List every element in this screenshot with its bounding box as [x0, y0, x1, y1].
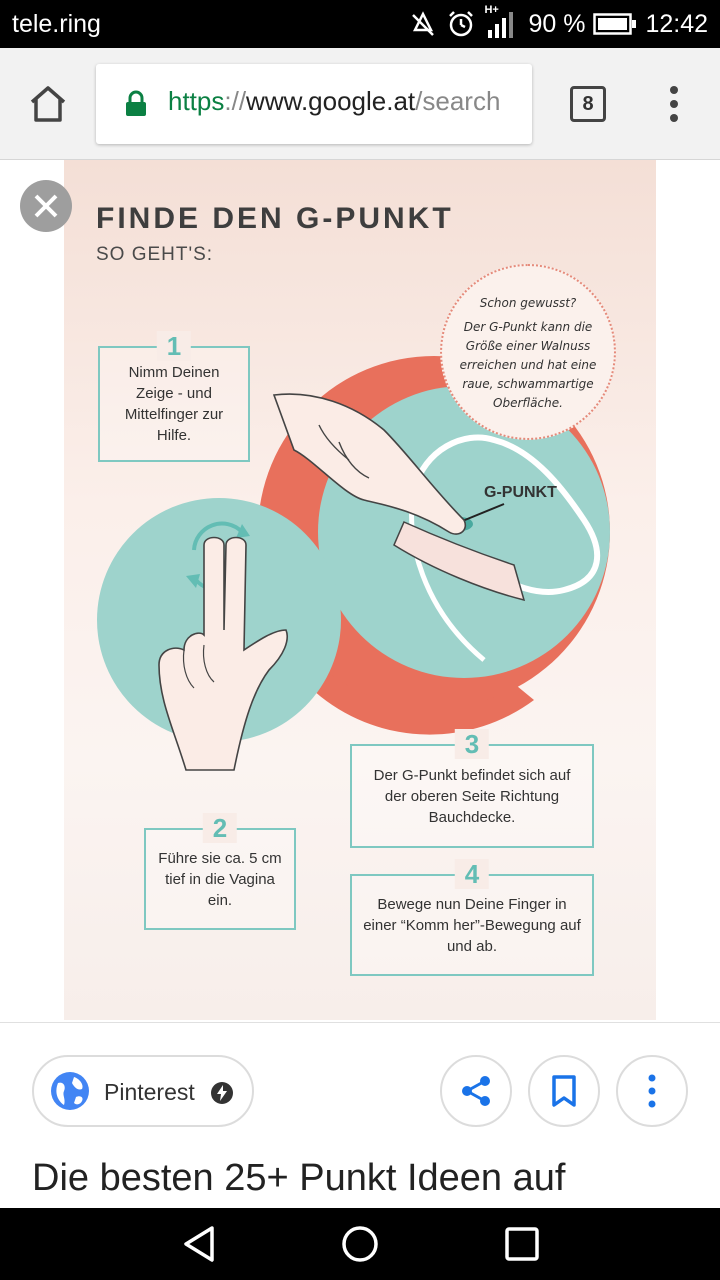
step-number: 4	[454, 859, 490, 889]
more-icon	[648, 1074, 656, 1108]
url-host: www.google.at	[246, 86, 416, 116]
more-options-button[interactable]	[616, 1055, 688, 1127]
source-name: Pinterest	[104, 1079, 195, 1105]
url-separator: ://	[224, 86, 247, 116]
step-4: 4 Bewege nun Deine Finger in einer “Komm…	[350, 859, 594, 976]
step-text: Bewege nun Deine Finger in einer “Komm h…	[363, 895, 581, 955]
step-number: 1	[156, 331, 192, 361]
browser-toolbar: https://www.google.at/search 8	[0, 48, 720, 160]
url-scheme: https	[168, 86, 225, 116]
home-nav-button[interactable]	[340, 1224, 380, 1264]
globe-icon	[51, 1072, 89, 1110]
browser-menu-button[interactable]	[662, 84, 686, 124]
back-icon	[184, 1226, 214, 1262]
tab-switcher-button[interactable]: 8	[570, 86, 606, 122]
step-text: Führe sie ca. 5 cm tief in die Vagina ei…	[158, 849, 282, 909]
home-icon	[30, 86, 66, 122]
mute-icon	[412, 11, 435, 36]
url-path: /search	[415, 86, 501, 116]
status-bar: tele.ring H+ 90 % 12:42	[0, 0, 720, 48]
infographic-title: FINDE DEN G-PUNKT	[96, 202, 454, 235]
battery-percent: 90 %	[528, 9, 586, 38]
step-text: Der G-Punkt befindet sich auf der oberen…	[373, 766, 571, 826]
fact-bubble: Schon gewusst? Der G-Punkt kann die Größ…	[440, 264, 616, 440]
home-nav-icon	[342, 1226, 378, 1262]
lock-icon	[126, 90, 146, 116]
illustration	[97, 356, 610, 771]
bookmark-button[interactable]	[528, 1055, 600, 1127]
infographic-subtitle: SO GEHT'S:	[96, 244, 214, 265]
step-2: 2 Führe sie ca. 5 cm tief in die Vagina …	[144, 813, 296, 930]
clock: 12:42	[645, 9, 708, 38]
source-chip[interactable]: Pinterest	[32, 1055, 254, 1127]
battery-icon	[593, 13, 637, 35]
recents-icon	[505, 1227, 539, 1261]
image-viewer: FINDE DEN G-PUNKT SO GEHT'S: Schon gewus…	[0, 160, 720, 1022]
step-1: 1 Nimm Deinen Zeige - und Mittelfinger z…	[98, 331, 250, 462]
menu-icon	[670, 86, 678, 122]
signal-icon: H+	[484, 4, 520, 40]
infographic-image[interactable]: FINDE DEN G-PUNKT SO GEHT'S: Schon gewus…	[64, 160, 656, 1020]
url-bar[interactable]: https://www.google.at/search	[96, 64, 532, 144]
share-icon	[462, 1076, 490, 1106]
close-image-button[interactable]	[20, 180, 72, 232]
result-title[interactable]: Die besten 25+ Punkt Ideen auf	[32, 1157, 566, 1199]
back-button[interactable]	[180, 1224, 220, 1264]
g-punkt-label: G-PUNKT	[484, 484, 557, 501]
step-3: 3 Der G-Punkt befindet sich auf der ober…	[350, 729, 594, 848]
close-icon	[34, 194, 58, 218]
carrier-name: tele.ring	[12, 10, 101, 38]
fact-text: Der G-Punkt kann die Größe einer Walnuss…	[459, 320, 597, 410]
amp-icon	[211, 1082, 233, 1104]
fact-title: Schon gewusst?	[479, 296, 577, 310]
home-button[interactable]	[24, 82, 72, 126]
step-text: Nimm Deinen Zeige - und Mittelfinger zur…	[124, 364, 224, 444]
share-button[interactable]	[440, 1055, 512, 1127]
alarm-icon	[449, 11, 474, 37]
navigation-bar	[0, 1208, 720, 1280]
step-number: 2	[202, 813, 238, 843]
bookmark-icon	[552, 1075, 576, 1107]
url-text[interactable]: https://www.google.at/search	[168, 86, 500, 117]
recents-button[interactable]	[502, 1224, 542, 1264]
step-number: 3	[454, 729, 490, 759]
result-info: Pinterest Die besten 25+ Punkt Ideen auf	[0, 1022, 720, 1208]
network-type: H+	[484, 4, 499, 16]
